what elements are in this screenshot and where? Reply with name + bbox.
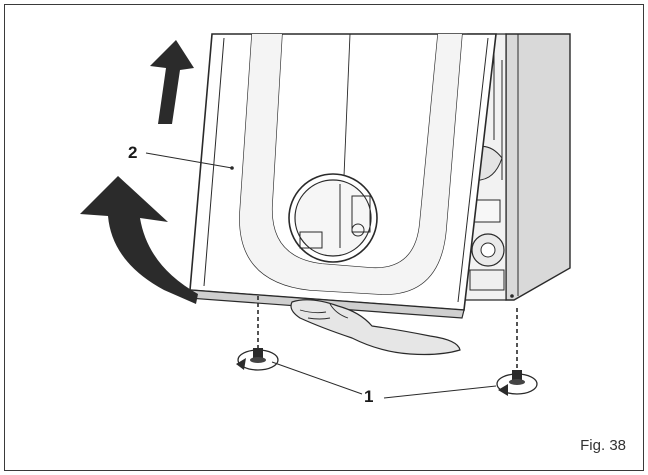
rotation-arrow-icon	[236, 349, 279, 371]
figure-caption: Fig. 38	[580, 437, 626, 454]
callout-label-screw: 1	[364, 387, 374, 406]
screw-icon	[250, 348, 266, 363]
upward-arrow-icon	[150, 40, 194, 124]
hand-icon	[290, 299, 461, 356]
leader-line-2	[145, 152, 233, 169]
leader-line-1a	[271, 361, 363, 395]
front-panel	[187, 33, 514, 319]
rotation-arrow-icon	[496, 373, 538, 396]
leader-line-1b	[383, 385, 497, 399]
screw-icon	[509, 370, 525, 385]
callout-label-front-panel: 2	[128, 143, 138, 162]
curved-tilt-arrow-icon	[80, 176, 198, 304]
